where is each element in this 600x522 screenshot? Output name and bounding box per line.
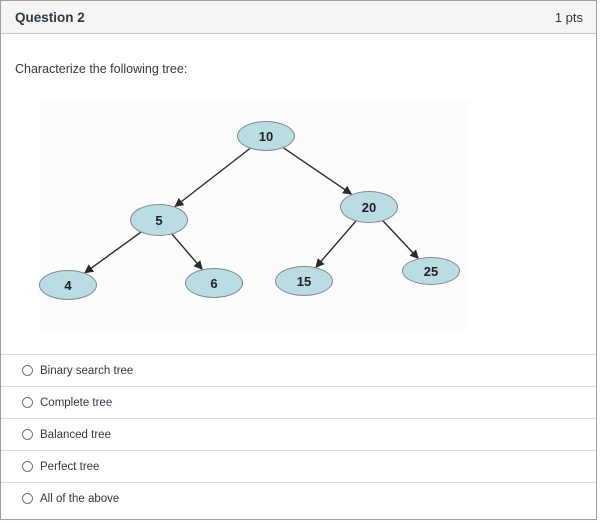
- question-points: 1 pts: [554, 9, 583, 25]
- edge-20-25: [381, 219, 419, 260]
- tree-node-20: 20: [340, 191, 398, 223]
- tree-node-10: 10: [237, 121, 295, 151]
- tree-node-25: 25: [402, 257, 460, 285]
- tree-edges: [84, 147, 419, 274]
- option-label: Complete tree: [40, 396, 113, 409]
- tree-node-5: 5: [130, 204, 188, 236]
- tree-diagram: 10 5 20 4 6 15 25: [39, 100, 469, 330]
- radio-button[interactable]: [22, 493, 33, 504]
- radio-button[interactable]: [22, 397, 33, 408]
- option-label: Perfect tree: [40, 460, 100, 473]
- option-binary-search-tree[interactable]: Binary search tree: [1, 354, 596, 386]
- option-complete-tree[interactable]: Complete tree: [1, 386, 596, 418]
- edge-5-4: [84, 230, 143, 274]
- option-label: Balanced tree: [40, 428, 111, 441]
- option-balanced-tree[interactable]: Balanced tree: [1, 418, 596, 450]
- tree-node-4: 4: [39, 270, 97, 300]
- tree-node-6: 6: [185, 268, 243, 298]
- question-body: Characterize the following tree: 10: [1, 34, 596, 514]
- answer-options: Binary search tree Complete tree Balance…: [1, 354, 596, 514]
- edge-5-6: [170, 232, 203, 270]
- question-prompt: Characterize the following tree:: [15, 62, 188, 76]
- option-label: Binary search tree: [40, 364, 134, 377]
- tree-node-15: 15: [275, 266, 333, 296]
- option-label: All of the above: [40, 492, 120, 505]
- radio-button[interactable]: [22, 365, 33, 376]
- radio-button[interactable]: [22, 429, 33, 440]
- edge-10-20: [283, 147, 353, 195]
- radio-button[interactable]: [22, 461, 33, 472]
- edge-20-15: [315, 219, 358, 268]
- option-perfect-tree[interactable]: Perfect tree: [1, 450, 596, 482]
- question-title: Question 2: [15, 9, 85, 25]
- option-all-of-the-above[interactable]: All of the above: [1, 482, 596, 514]
- question-header: Question 2 1 pts: [1, 1, 596, 34]
- edge-10-5: [174, 147, 251, 208]
